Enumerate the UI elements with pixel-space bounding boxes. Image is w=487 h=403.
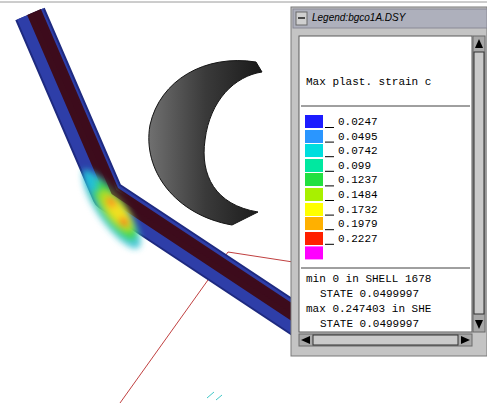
- axis-mark: [207, 392, 222, 400]
- scrollbar: [299, 334, 472, 346]
- result-note: STATE 0.0499997: [320, 318, 419, 331]
- beam: [30, 12, 336, 342]
- legend-swatch: [305, 115, 323, 128]
- legend-value: 0.0495: [338, 131, 378, 144]
- legend-swatch: [305, 246, 323, 259]
- legend-value: 0.099: [338, 160, 371, 173]
- result-note: STATE 0.0499997: [320, 288, 419, 301]
- viewport-edge: [0, 2, 487, 3]
- window-title: Legend:bgco1A.DSY: [312, 11, 405, 25]
- legend-panel: [299, 36, 472, 332]
- legend-swatch: [305, 159, 323, 172]
- legend-value: 0.2227: [338, 233, 378, 246]
- separator: [301, 268, 470, 269]
- result-note: min 0 in SHELL 1678: [306, 273, 431, 286]
- result-note: max 0.247403 in SHE: [306, 303, 431, 316]
- beam-web: [34, 12, 334, 340]
- window-frame: [291, 7, 487, 356]
- scroll-arrow: [475, 320, 483, 329]
- legend-swatch: [305, 203, 323, 216]
- legend-window: [291, 7, 487, 356]
- legend-value: 0.1979: [338, 218, 378, 231]
- scroll-arrow: [461, 336, 470, 344]
- beam-edge: [30, 14, 330, 342]
- legend-value: 0.1237: [338, 174, 378, 187]
- legend-value: 0.0742: [338, 145, 378, 158]
- scrollbar: [473, 36, 485, 332]
- window-menu-button: [296, 12, 307, 25]
- impactor-cylinder: [149, 61, 262, 225]
- scroll-slider: [313, 335, 458, 345]
- beam-flange: [30, 14, 330, 342]
- legend-value: 0.0247: [338, 116, 378, 129]
- legend-swatch: [305, 232, 323, 245]
- scroll-arrow: [301, 336, 310, 344]
- scroll-slider: [474, 52, 484, 314]
- legend-swatch: [305, 188, 323, 201]
- separator: [301, 106, 470, 107]
- title-bar: [293, 9, 487, 28]
- legend-value: 0.1484: [338, 189, 378, 202]
- legend-ticks: [325, 128, 334, 245]
- legend-swatch: [305, 217, 323, 230]
- legend-heading: Max plast. strain c: [306, 76, 431, 89]
- scroll-arrow: [475, 39, 483, 48]
- legend-swatch: [305, 130, 323, 143]
- legend-value: 0.1732: [338, 204, 378, 217]
- legend-swatch: [305, 144, 323, 157]
- legend-swatch: [305, 173, 323, 186]
